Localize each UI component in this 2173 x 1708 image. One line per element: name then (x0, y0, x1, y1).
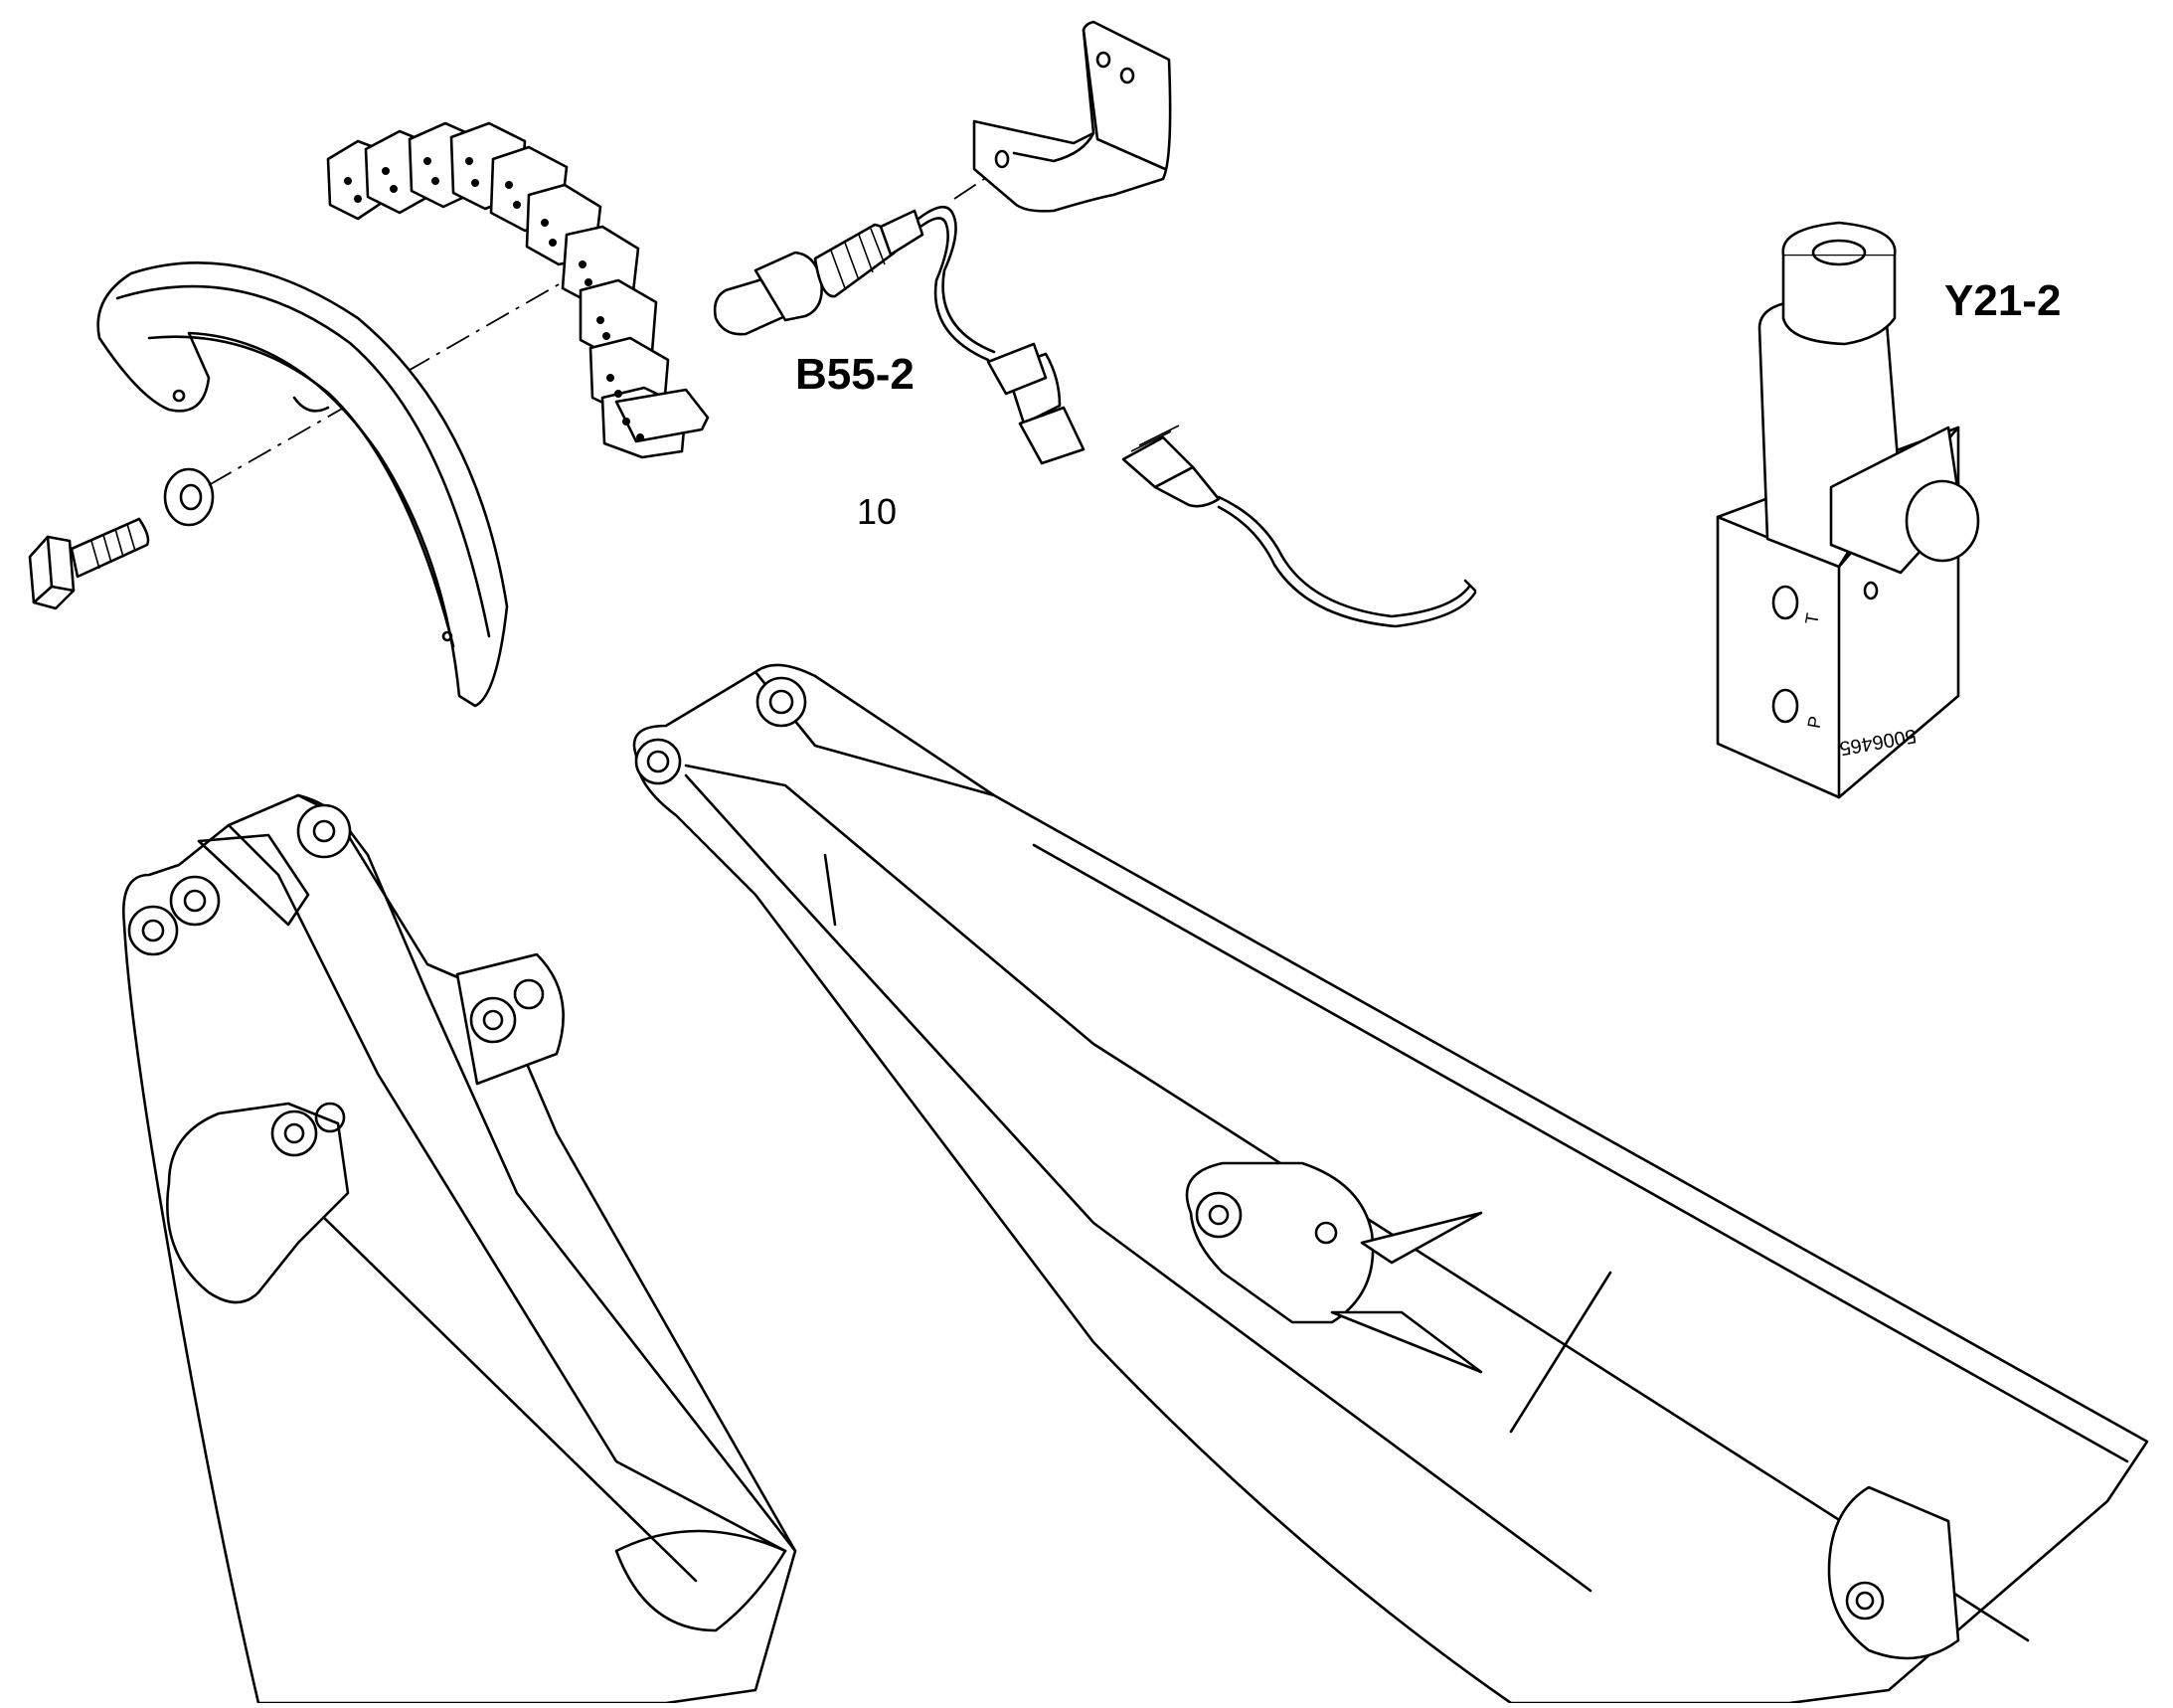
solenoid-valve (1716, 221, 1980, 799)
mating-connector-cable (1121, 425, 1477, 628)
callout-y21-2: Y21-2 (1944, 276, 2062, 325)
long-boom-arm (632, 663, 2149, 1705)
callout-b55-2: B55-2 (795, 350, 915, 399)
washer (163, 467, 215, 527)
callout-item-number: 10 (857, 491, 898, 532)
curved-shield-plate (96, 261, 509, 708)
hex-bolt (28, 517, 150, 610)
sensor-mounting-bracket (972, 20, 1172, 213)
proximity-sensor (713, 205, 1086, 465)
left-boom-section (122, 793, 797, 1705)
wear-block-segments (326, 121, 710, 459)
